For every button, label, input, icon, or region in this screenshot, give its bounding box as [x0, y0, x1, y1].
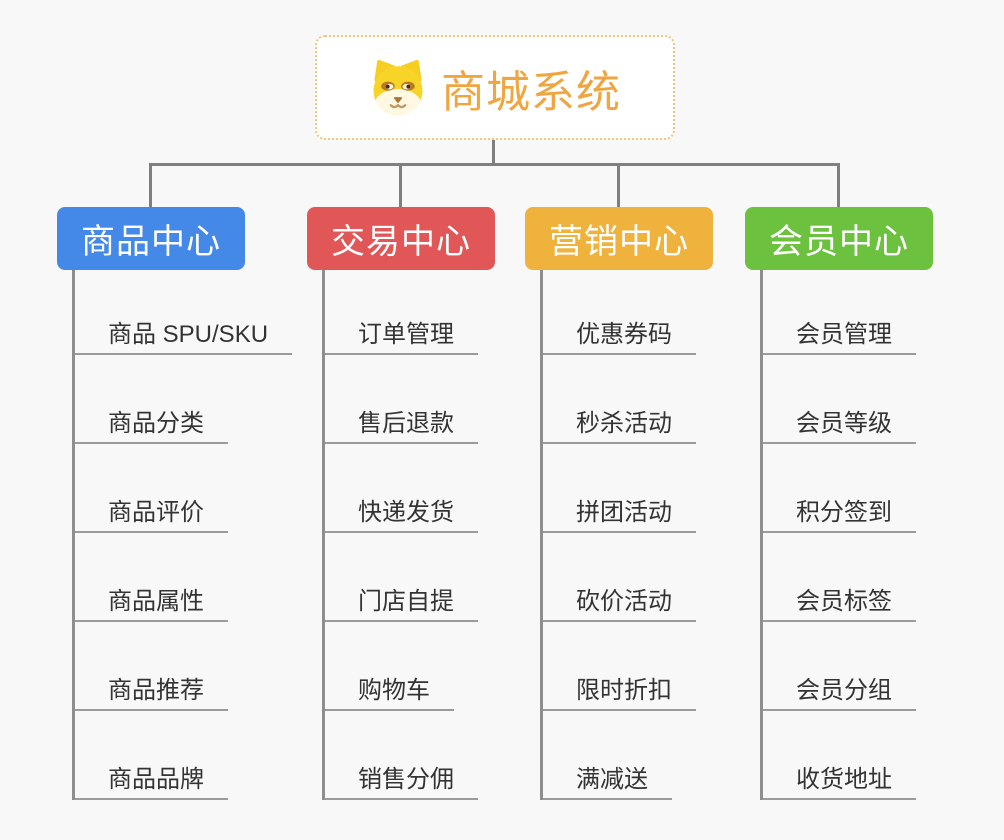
leaf-node[interactable]: 会员分组: [763, 622, 916, 711]
branch-leaves: 商品 SPU/SKU 商品分类 商品评价 商品属性 商品推荐 商品品牌: [72, 270, 293, 800]
connector-stub: [149, 163, 152, 207]
leaf-node[interactable]: 会员等级: [763, 355, 916, 444]
branch-member-center: 会员中心 会员管理 会员等级 积分签到 会员标签 会员分组 收货地址: [745, 207, 933, 800]
leaf-node[interactable]: 商品 SPU/SKU: [75, 270, 293, 355]
leaf-node[interactable]: 商品评价: [75, 444, 228, 533]
branch-leaves: 会员管理 会员等级 积分签到 会员标签 会员分组 收货地址: [760, 270, 916, 800]
branch-header-marketing-center[interactable]: 营销中心: [525, 207, 713, 270]
connector-stub: [399, 163, 402, 207]
leaf-node[interactable]: 商品分类: [75, 355, 228, 444]
root-node[interactable]: 商城系统: [315, 35, 675, 140]
connector-stub: [617, 163, 620, 207]
leaf-node[interactable]: 积分签到: [763, 444, 916, 533]
connector-root-stub: [492, 140, 495, 164]
leaf-node[interactable]: 销售分佣: [325, 711, 478, 800]
branch-header-trade-center[interactable]: 交易中心: [307, 207, 495, 270]
dog-face-icon: [373, 59, 423, 115]
branch-leaves: 优惠券码 秒杀活动 拼团活动 砍价活动 限时折扣 满减送: [540, 270, 696, 800]
branch-header-product-center[interactable]: 商品中心: [57, 207, 245, 270]
leaf-node[interactable]: 会员标签: [763, 533, 916, 622]
leaf-node[interactable]: 优惠券码: [543, 270, 696, 355]
leaf-node[interactable]: 快递发货: [325, 444, 478, 533]
leaf-node[interactable]: 售后退款: [325, 355, 478, 444]
branch-header-member-center[interactable]: 会员中心: [745, 207, 933, 270]
leaf-node[interactable]: 订单管理: [325, 270, 478, 355]
leaf-node[interactable]: 商品属性: [75, 533, 228, 622]
branch-leaves: 订单管理 售后退款 快递发货 门店自提 购物车 销售分佣: [322, 270, 478, 800]
branch-trade-center: 交易中心 订单管理 售后退款 快递发货 门店自提 购物车 销售分佣: [307, 207, 495, 800]
leaf-node[interactable]: 会员管理: [763, 270, 916, 355]
leaf-node[interactable]: 砍价活动: [543, 533, 696, 622]
connector-rail: [149, 163, 839, 166]
leaf-node[interactable]: 收货地址: [763, 711, 916, 800]
branch-marketing-center: 营销中心 优惠券码 秒杀活动 拼团活动 砍价活动 限时折扣 满减送: [525, 207, 713, 800]
leaf-node[interactable]: 购物车: [325, 622, 454, 711]
leaf-node[interactable]: 拼团活动: [543, 444, 696, 533]
leaf-node[interactable]: 限时折扣: [543, 622, 696, 711]
leaf-node[interactable]: 秒杀活动: [543, 355, 696, 444]
leaf-node[interactable]: 商品推荐: [75, 622, 228, 711]
root-title: 商城系统: [441, 67, 621, 117]
leaf-node[interactable]: 商品品牌: [75, 711, 228, 800]
leaf-node[interactable]: 门店自提: [325, 533, 478, 622]
leaf-node[interactable]: 满减送: [543, 711, 672, 800]
branch-product-center: 商品中心 商品 SPU/SKU 商品分类 商品评价 商品属性 商品推荐 商品品牌: [57, 207, 293, 800]
connector-stub: [837, 163, 840, 207]
